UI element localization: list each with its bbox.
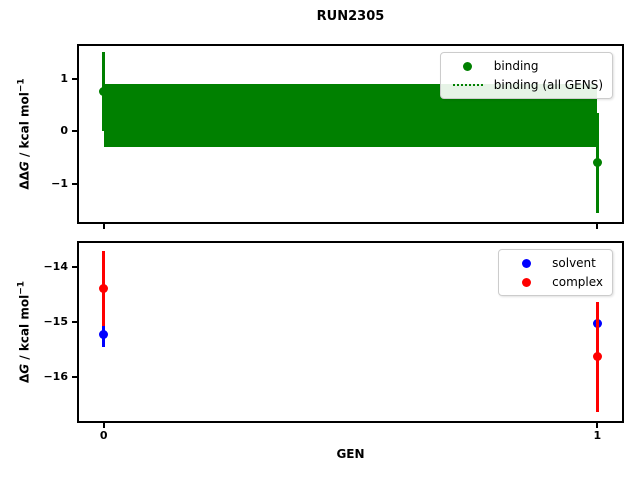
y-tick-label: −1 <box>51 177 68 191</box>
bottom-ylabel: ΔG / kcal mol−1 <box>17 281 32 383</box>
x-tick-label: 0 <box>99 429 108 442</box>
x-tick <box>102 423 105 428</box>
legend-item: binding (all GENS) <box>450 77 603 93</box>
binding-dot-icon <box>463 61 473 71</box>
y-tick <box>72 265 77 268</box>
ylabel-variable: G <box>17 161 32 172</box>
top-subplot-axes: binding binding (all GENS) <box>77 44 624 224</box>
legend-item: binding <box>450 58 603 74</box>
x-tick <box>102 224 105 229</box>
legend-label: solvent <box>552 256 596 270</box>
legend-item: complex <box>508 274 603 290</box>
legend-label: complex <box>552 275 603 289</box>
legend: solvent complex <box>498 249 613 296</box>
binding-all-gens-dotted-line-icon <box>452 84 483 86</box>
legend-marker <box>508 258 544 268</box>
legend: binding binding (all GENS) <box>439 52 613 99</box>
legend-marker <box>450 61 486 71</box>
legend-marker <box>450 84 486 86</box>
complex-dot-icon <box>521 277 531 287</box>
y-tick-label: 1 <box>60 71 68 85</box>
binding-all-gens-mean-line <box>103 114 598 117</box>
y-tick <box>72 376 77 379</box>
ylabel-exponent: −1 <box>16 280 27 295</box>
y-tick <box>72 77 77 80</box>
figure-title: RUN2305 <box>316 9 385 24</box>
ylabel-units: / kcal mol <box>17 294 32 364</box>
legend-marker <box>508 277 544 287</box>
legend-label: binding <box>493 59 539 73</box>
x-tick <box>596 224 599 229</box>
y-tick-label: −15 <box>43 315 68 329</box>
y-tick-label: −14 <box>43 259 68 273</box>
binding-marker-gen1 <box>592 158 602 168</box>
complex-marker-gen0 <box>99 283 109 293</box>
solvent-marker-gen0 <box>99 329 109 339</box>
bottom-subplot-axes: solvent complex <box>77 241 624 423</box>
ylabel-exponent: −1 <box>16 78 27 93</box>
xaxis-label: GEN <box>336 447 365 461</box>
y-tick-label: −16 <box>43 370 68 384</box>
y-tick <box>72 130 77 133</box>
y-tick <box>72 183 77 186</box>
complex-marker-gen1 <box>592 352 602 362</box>
x-tick-label: 1 <box>593 429 602 442</box>
y-tick-label: 0 <box>60 124 68 138</box>
legend-item: solvent <box>508 255 603 271</box>
legend-label: binding (all GENS) <box>493 78 603 92</box>
x-tick <box>596 423 599 428</box>
solvent-dot-icon <box>521 258 531 268</box>
y-tick <box>72 321 77 324</box>
